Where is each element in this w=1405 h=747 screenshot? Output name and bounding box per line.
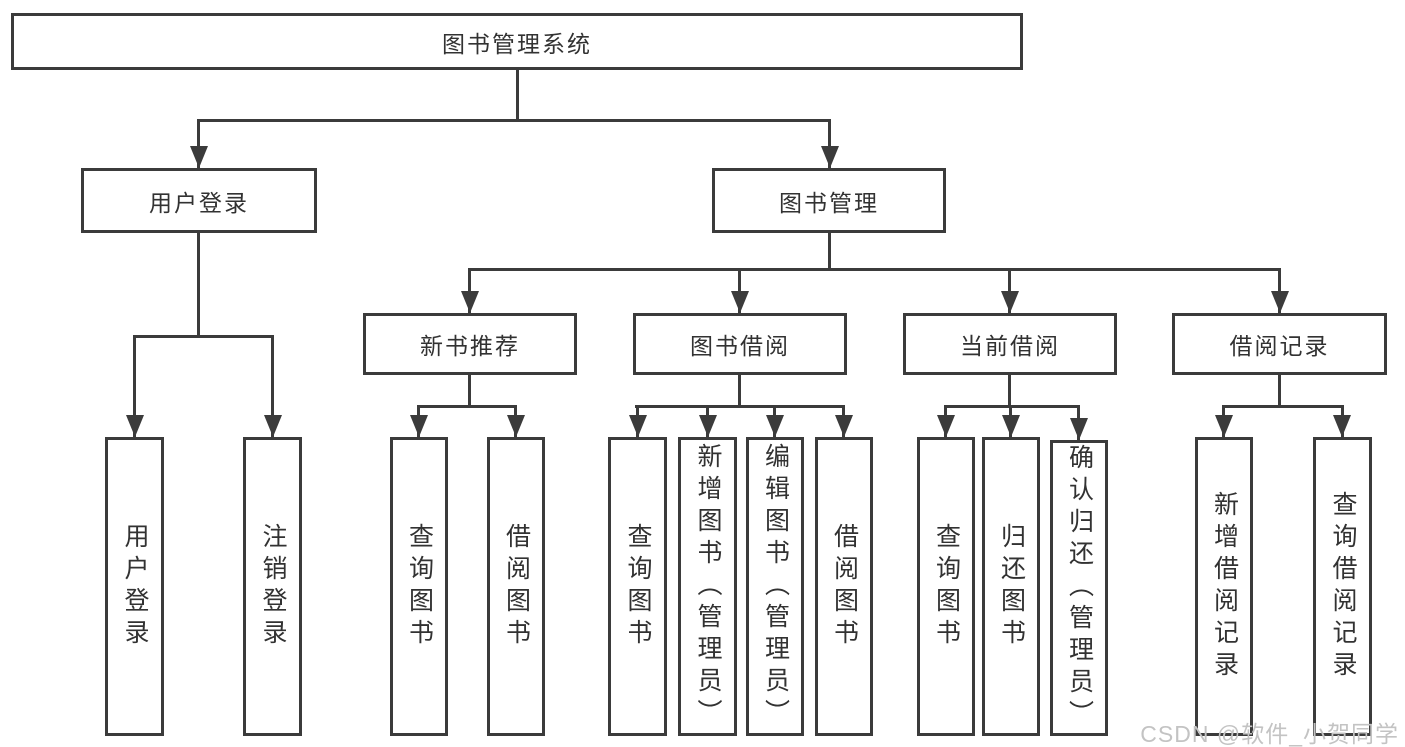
arrow-down-icon — [1271, 291, 1289, 313]
connector-line — [197, 119, 831, 122]
leaf-user-login: 用户登录 — [105, 437, 164, 736]
connector-line — [133, 335, 136, 437]
leaf-logout: 注销登录 — [243, 437, 302, 736]
leaf-add-borrow-record: 新增借阅记录 — [1195, 437, 1253, 736]
leaf-query-books-borrowing: 查询图书 — [608, 437, 667, 736]
arrow-down-icon — [264, 415, 282, 437]
connector-line — [1278, 375, 1281, 407]
node-book-management: 图书管理 — [712, 168, 946, 233]
connector-line — [1222, 405, 1343, 408]
connector-line — [738, 375, 741, 407]
arrow-down-icon — [190, 146, 208, 168]
connector-line — [944, 405, 1080, 408]
leaf-add-book-admin: 新增图书（管理员） — [678, 437, 737, 736]
connector-line — [828, 119, 831, 168]
node-root: 图书管理系统 — [11, 13, 1023, 70]
arrow-down-icon — [821, 146, 839, 168]
arrow-down-icon — [766, 415, 784, 437]
connector-line — [468, 375, 471, 407]
node-new-book-recommend: 新书推荐 — [363, 313, 577, 375]
connector-line — [516, 69, 519, 121]
arrow-down-icon — [629, 415, 647, 437]
arrow-down-icon — [1215, 415, 1233, 437]
connector-line — [738, 268, 741, 313]
arrow-down-icon — [410, 415, 428, 437]
arrow-down-icon — [1002, 415, 1020, 437]
arrow-down-icon — [1070, 418, 1088, 440]
leaf-return-books: 归还图书 — [982, 437, 1040, 736]
node-current-borrowing: 当前借阅 — [903, 313, 1117, 375]
connector-line — [635, 405, 845, 408]
node-book-borrowing: 图书借阅 — [633, 313, 847, 375]
connector-line — [271, 335, 274, 437]
node-user-login: 用户登录 — [81, 168, 317, 233]
connector-line — [1278, 268, 1281, 313]
leaf-borrow-books: 借阅图书 — [815, 437, 873, 736]
leaf-query-books-current: 查询图书 — [917, 437, 975, 736]
leaf-confirm-return-admin: 确认归还（管理员） — [1050, 440, 1108, 736]
connector-line — [828, 233, 831, 270]
arrow-down-icon — [461, 291, 479, 313]
connector-line — [1008, 268, 1011, 313]
arrow-down-icon — [1333, 415, 1351, 437]
arrow-down-icon — [937, 415, 955, 437]
arrow-down-icon — [1001, 291, 1019, 313]
connector-line — [1008, 375, 1011, 407]
arrow-down-icon — [731, 291, 749, 313]
connector-line — [197, 233, 200, 336]
watermark: CSDN @软件_小贺同学 — [1140, 721, 1399, 747]
arrow-down-icon — [835, 415, 853, 437]
arrow-down-icon — [126, 415, 144, 437]
leaf-query-books-recommend: 查询图书 — [390, 437, 448, 736]
leaf-edit-book-admin: 编辑图书（管理员） — [746, 437, 804, 736]
connector-line — [468, 268, 471, 313]
connector-line — [468, 268, 1281, 271]
leaf-query-borrow-record: 查询借阅记录 — [1313, 437, 1372, 736]
node-borrow-records: 借阅记录 — [1172, 313, 1387, 375]
connector-line — [133, 335, 274, 338]
leaf-borrow-books-recommend: 借阅图书 — [487, 437, 545, 736]
connector-line — [197, 119, 200, 168]
arrow-down-icon — [507, 415, 525, 437]
arrow-down-icon — [699, 415, 717, 437]
connector-line — [417, 405, 517, 408]
